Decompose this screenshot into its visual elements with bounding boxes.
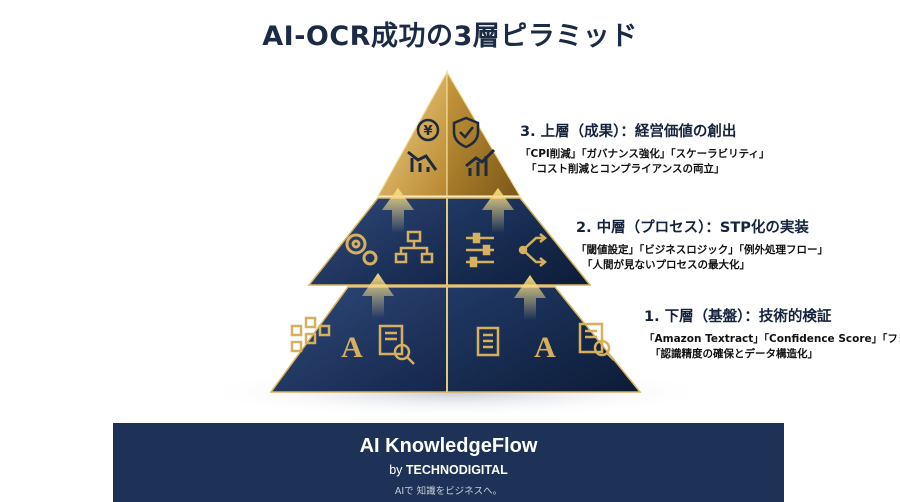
pyramid-diagram: ¥ A A — [195, 69, 715, 418]
tier-2-heading: 2. 中層（プロセス）：STP化の実装 — [576, 220, 809, 236]
tier-2-line-1: 「閾値設定」「ビジネスロジック」「例外処理フロー」 — [576, 244, 828, 256]
brand-name: AI KnowledgeFlow — [359, 435, 538, 457]
brand-byline: by TECHNODIGITAL — [113, 463, 784, 477]
yen-coin-icon: ¥ — [416, 118, 440, 142]
brand-tagline: AIで 知識をビジネスへ。 — [394, 486, 503, 497]
tier-middle — [307, 197, 592, 286]
branch-icon — [518, 233, 548, 267]
tier-3-heading: 3. 上層（成果）：経営価値の創出 — [520, 124, 737, 140]
letter-a-icon: A — [534, 331, 556, 364]
document-search-icon — [578, 322, 615, 361]
shield-check-icon — [452, 116, 480, 149]
chart-down-icon — [407, 150, 438, 172]
tier-bottom — [269, 286, 642, 393]
tier-2-label: 2. 中層（プロセス）：STP化の実装 「閾値設定」「ビジネスロジック」「例外処… — [576, 216, 828, 273]
document-list-icon — [476, 326, 500, 357]
svg-text:¥: ¥ — [423, 124, 432, 139]
network-nodes-icon — [290, 316, 331, 353]
arrow-up-icon — [362, 188, 546, 320]
tier-3-line-1: 「CPI削減」「ガバナンス強化」「スケーラビリティ」 — [520, 148, 770, 160]
page-title: AI-OCR成功の3層ピラミッド — [262, 21, 638, 52]
byline-company: TECHNODIGITAL — [405, 463, 508, 477]
tier-1-heading: 1. 下層（基盤）：技術的検証 — [644, 309, 832, 325]
tier-1-line-1: 「Amazon Textract」「Confidence Score」「フォーマ… — [644, 333, 900, 345]
tier-top — [376, 69, 522, 197]
flowchart-icon — [394, 230, 434, 264]
letter-a-icon: A — [341, 331, 363, 364]
tier-1-line-2: 「認識精度の確保とデータ構造化」 — [650, 348, 818, 360]
chart-up-icon — [465, 148, 496, 176]
byline-prefix: by — [389, 463, 406, 477]
document-search-icon — [378, 324, 415, 365]
tier-3-label: 3. 上層（成果）：経営価値の創出 「CPI削減」「ガバナンス強化」「スケーラビ… — [520, 120, 769, 177]
footer-banner: AI KnowledgeFlow by TECHNODIGITAL AIで 知識… — [113, 423, 784, 502]
tier-2-line-2: 「人間が見ないプロセスの最大化」 — [582, 259, 750, 271]
tier-3-line-2: 「コスト削減とコンプライアンスの両立」 — [526, 163, 725, 175]
sliders-icon — [466, 232, 494, 268]
tier-1-label: 1. 下層（基盤）：技術的検証 「Amazon Textract」「Confid… — [644, 305, 900, 362]
gears-icon — [345, 233, 378, 266]
